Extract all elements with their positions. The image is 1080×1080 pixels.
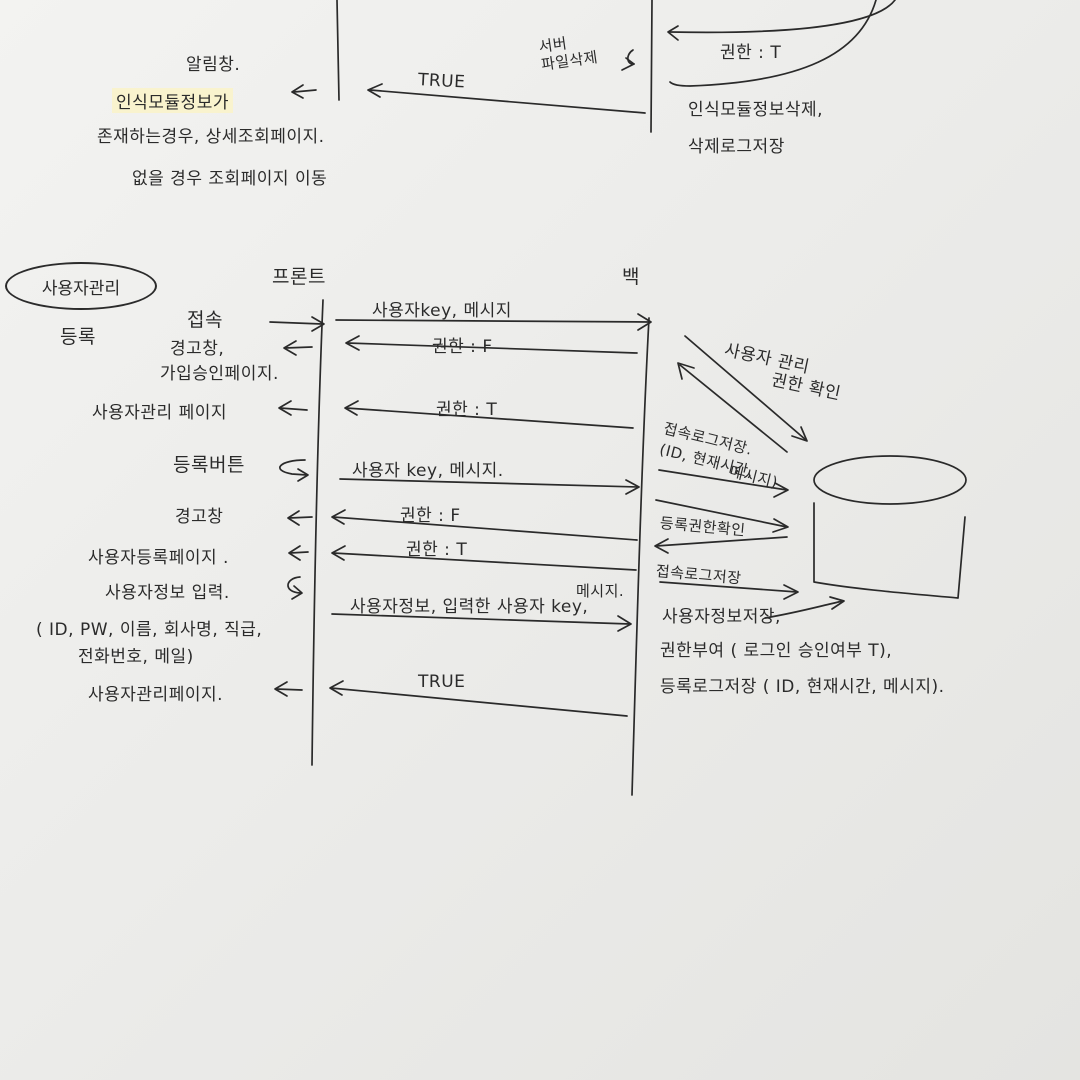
msg5-arrow [332, 516, 638, 541]
msg2-head [345, 335, 360, 351]
label-fields-line2: 전화번호, 메일) [78, 647, 194, 667]
db-body [813, 502, 966, 599]
db-reg-arrow-in [655, 499, 788, 528]
db-log-arrow [658, 469, 788, 491]
top-note-line2: 존재하는경우, 상세조회페이지. [97, 127, 325, 147]
label-register-button: 등록버튼 [173, 454, 245, 476]
msg7-label-top: 메시지. [576, 582, 625, 600]
msg4-head [625, 479, 640, 495]
db-reg-arrow-out [655, 536, 788, 547]
top-note-line3: 없을 경우 조회페이지 이동 [132, 169, 328, 189]
msg5-label: 권한 : F [400, 506, 461, 526]
label-warn1: 경고창, [170, 339, 225, 359]
msg8-head [329, 680, 344, 696]
db-check-head-down [791, 426, 808, 442]
warn2-head [287, 510, 300, 526]
db-check-arrow-up [679, 364, 788, 453]
final-head [274, 681, 288, 697]
db-save-arrow [764, 600, 844, 619]
db-access-head [783, 584, 799, 600]
label-fields-line1: ( ID, PW, 이름, 회사명, 직급, [36, 620, 263, 640]
msg1-label: 사용자key, 메시지 [372, 301, 512, 321]
reg-page-arrow [289, 551, 309, 554]
db-reg-head-in [772, 518, 789, 533]
top-right-line2: 삭제로그저장 [688, 137, 785, 157]
top-note-line1: 인식모듈정보가 [112, 88, 233, 113]
top-left-arrow [293, 89, 317, 93]
db-check-head-up [677, 362, 695, 380]
msg8-arrow [330, 687, 628, 717]
top-arrow-head-inner [667, 25, 679, 41]
top-left-head [291, 84, 304, 99]
msg3-arrow [345, 407, 634, 429]
top-true-label: TRUE [417, 70, 466, 93]
label-access: 접속 [187, 309, 223, 331]
section-sub: 등록 [60, 326, 96, 348]
db-access-arrow [659, 581, 798, 593]
label-user-info-input: 사용자정보 입력. [105, 583, 230, 603]
msg7-head [617, 615, 632, 632]
msg4-label: 사용자 key, 메시지. [352, 461, 504, 481]
db-check-arrow-down [684, 335, 807, 441]
input-loop-head [291, 585, 303, 600]
label-user-reg-page: 사용자등록페이지 . [88, 548, 229, 568]
access-head [311, 316, 325, 332]
msg2-label: 권한 : F [432, 337, 493, 357]
msg6-head [331, 545, 346, 561]
reg-page-head [288, 545, 301, 561]
msg3-head [344, 400, 359, 416]
msg1-head [637, 313, 652, 331]
msg6-label: 권한 : T [406, 540, 468, 560]
db-log-head [773, 482, 789, 498]
msg4-arrow [339, 478, 639, 488]
msg2-arrow [346, 342, 638, 354]
register-loop-head [297, 468, 309, 482]
warn2-arrow [288, 516, 313, 519]
db-save-user-label: 사용자정보저장, [662, 607, 781, 627]
msg1-arrow [335, 319, 651, 323]
top-server-loop-head [621, 57, 635, 71]
warn1-head [283, 340, 297, 356]
top-curve-inner [669, 0, 896, 34]
msg3-label: 권한 : T [436, 400, 498, 420]
db-top [813, 455, 967, 505]
top-lifeline-back [650, 0, 653, 133]
lifeline-back [631, 317, 650, 796]
top-true-head [367, 83, 383, 98]
input-loop [287, 576, 301, 594]
label-join-page: 가입승인페이지. [160, 364, 279, 384]
db-grant-label: 권한부여 ( 로그인 승인여부 T), [660, 641, 893, 661]
msg7-arrow [331, 613, 631, 625]
msg6-arrow [332, 552, 637, 571]
msg7-label: 사용자정보, 입력한 사용자 key, [350, 597, 589, 617]
db-save-head [829, 596, 845, 610]
access-arrow [269, 321, 323, 325]
section-title-circle: 사용자관리 [5, 262, 157, 310]
label-warn2: 경고창 [175, 507, 224, 527]
mgmt-arrow [279, 407, 308, 411]
lifeline-front-label: 프론트 [272, 266, 326, 288]
label-user-mgmt-page: 사용자관리 페이지 [92, 403, 228, 423]
top-right-line1: 인식모듈정보삭제, [688, 100, 824, 120]
db-reg-head-out [654, 538, 669, 554]
section-title: 사용자관리 [41, 278, 121, 299]
top-true-arrow [369, 89, 646, 114]
lifeline-front [311, 299, 324, 766]
msg5-head [331, 509, 346, 525]
top-alert: 알림창. [186, 55, 241, 75]
mgmt-head [278, 400, 292, 416]
db-reg-log-label: 등록로그저장 ( ID, 현재시간, 메시지). [660, 677, 945, 697]
warn1-arrow [284, 346, 313, 349]
lifeline-back-label: 백 [622, 266, 640, 288]
top-curve-outer [669, 0, 877, 87]
msg8-label: TRUE [418, 672, 466, 692]
top-lifeline-front [336, 0, 340, 101]
final-arrow [275, 688, 303, 691]
top-auth-t: 권한 : T [720, 43, 782, 63]
label-user-mgmt-page2: 사용자관리페이지. [88, 685, 224, 705]
register-loop [279, 459, 308, 476]
